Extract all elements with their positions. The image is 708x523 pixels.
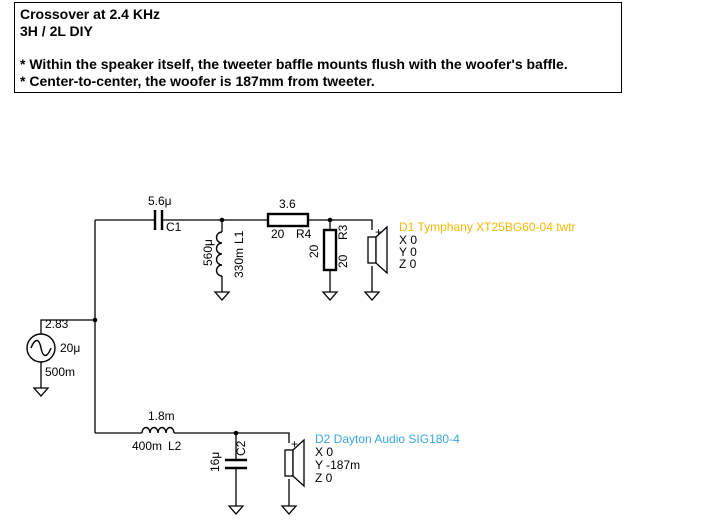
junction-dot <box>92 317 98 323</box>
source-inductance-label: 20μ <box>60 341 80 355</box>
c1-value-label: 5.6μ <box>148 194 172 208</box>
wire <box>40 319 95 334</box>
r3-name-label: R3 <box>336 224 350 240</box>
wire <box>174 432 290 443</box>
c2-name-label: C2 <box>234 440 248 456</box>
d2-polarity-label: + <box>291 437 298 451</box>
d1-x-label: X 0 <box>399 233 417 247</box>
r3-watts-label: 20 <box>336 254 350 268</box>
notes-title: Crossover at 2.4 KHz <box>20 6 161 22</box>
ground-icon <box>213 291 231 301</box>
r4-value-label: 3.6 <box>279 197 296 211</box>
l1-resistance-label: 330m <box>232 248 246 278</box>
notes-line: * Center-to-center, the woofer is 187mm … <box>20 72 375 89</box>
ground-icon <box>227 505 245 515</box>
c1-name-label: C1 <box>166 220 182 234</box>
resistor-r3: 20 20 R3 <box>307 224 350 272</box>
d1-z-label: Z 0 <box>399 257 417 271</box>
ground-icon <box>363 291 381 301</box>
l2-name-label: L2 <box>168 439 182 453</box>
d2-y-label: Y -187m <box>315 458 360 472</box>
ground-icon <box>32 387 50 397</box>
inductor-l1: 560μ 330m L1 <box>201 230 246 278</box>
inductor-l2: 1.8m 400m L2 <box>132 409 182 453</box>
source-voltage-label: 2.83 <box>45 317 69 331</box>
notes-subtitle: 3H / 2L DIY <box>20 22 93 39</box>
d2-z-label: Z 0 <box>315 471 333 485</box>
capacitor-c2: 16μ C2 <box>208 440 248 472</box>
speaker-d1: + D1 Tymphany XT25BG60-04 twtr X 0 Y 0 Z… <box>367 220 576 275</box>
d2-name-label: D2 Dayton Audio SIG180-4 <box>315 432 460 446</box>
junction-dot <box>327 217 333 223</box>
r3-value-label: 20 <box>307 244 321 258</box>
source-resistance-label: 500m <box>45 365 75 379</box>
ground-icon <box>321 291 339 301</box>
resistor-r4: 3.6 20 R4 <box>266 197 312 241</box>
c2-value-label: 16μ <box>208 452 222 472</box>
ground-icon <box>280 505 298 515</box>
l2-resistance-label: 400m <box>132 439 162 453</box>
r4-name-label: R4 <box>296 227 312 241</box>
l2-value-label: 1.8m <box>148 409 175 423</box>
capacitor-c1: 5.6μ C1 <box>148 194 182 234</box>
d2-x-label: X 0 <box>315 445 333 459</box>
notes-line: * Within the speaker itself, the tweeter… <box>20 56 568 72</box>
l1-name-label: L1 <box>232 230 246 244</box>
junction-dot <box>233 430 239 436</box>
l1-value-label: 560μ <box>201 239 215 266</box>
ac-source: 2.83 20μ 500m <box>26 317 80 379</box>
d1-name-label: D1 Tymphany XT25BG60-04 twtr <box>399 220 576 234</box>
d1-y-label: Y 0 <box>399 245 417 259</box>
junction-dot <box>219 217 225 223</box>
r4-watts-label: 20 <box>271 227 285 241</box>
speaker-d2: + D2 Dayton Audio SIG180-4 X 0 Y -187m Z… <box>284 432 460 488</box>
d1-polarity-label: + <box>375 225 382 239</box>
notes-box: Crossover at 2.4 KHz 3H / 2L DIY * Withi… <box>14 2 622 93</box>
